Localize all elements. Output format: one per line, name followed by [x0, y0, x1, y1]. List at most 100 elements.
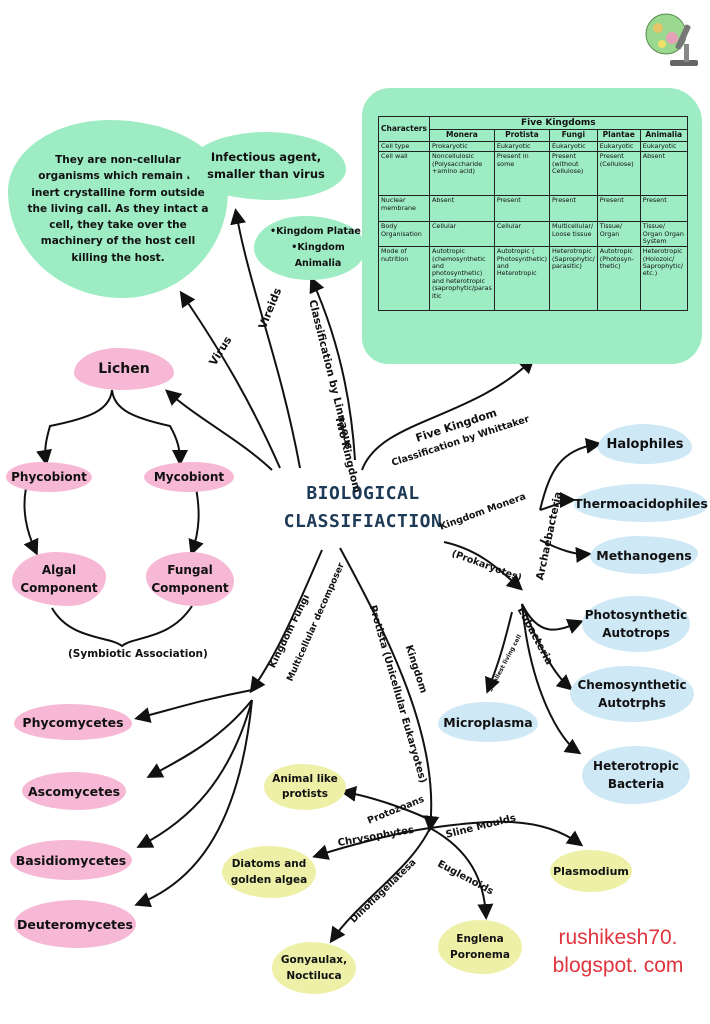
vireids-definition-bubble: Infectious agent, smaller than virus — [186, 132, 346, 200]
plasmodium-label: Plasmodium — [553, 864, 629, 878]
table-header-kingdom: Protista — [493, 129, 550, 142]
microplasma-label: Microplasma — [443, 714, 533, 730]
table-row-label: Cell wall — [378, 151, 430, 197]
table-cell: Tissue/ Organ — [596, 221, 641, 248]
table-cell: Cellular — [428, 221, 495, 248]
phycobiont-node: Phycobiont — [6, 462, 92, 492]
fungi-item-basidiomycetes: Basidiomycetes — [10, 840, 132, 880]
phycobiont-label: Phycobiont — [11, 470, 87, 484]
table-cell: Tissue/ Organ Organ System — [639, 221, 688, 248]
microplasma-node: Microplasma — [438, 702, 538, 742]
table-cell: Cellular — [493, 221, 550, 248]
table-row-label: Body Organisation — [378, 221, 430, 248]
methanogens-label: Methanogens — [596, 547, 692, 563]
table-cell: Autotropic ( Photosynthetic) and Heterot… — [493, 246, 550, 312]
methanogens-node: Methanogens — [590, 536, 698, 574]
table-cell: Present — [493, 195, 550, 223]
chemosynthetic-autotrphs-node: Chemosynthetic Autotrphs — [570, 666, 694, 722]
table-row-label: Nuclear membrane — [378, 195, 430, 223]
fungi-item-ascomycetes: Ascomycetes — [22, 772, 126, 810]
five-kingdom-table: Characters Five Kingdoms Monera Protista… — [378, 115, 688, 312]
englena-node: Englena Poronema — [438, 920, 522, 974]
watermark-line2: blogspot. com — [552, 954, 684, 978]
animal-like-protists-label: Animal like protists — [272, 772, 338, 800]
algal-component-label: Algal Component — [20, 563, 98, 595]
center-title-line2: CLASSIFIACTION — [283, 510, 443, 532]
center-title-line1: BIOLOGICAL — [306, 483, 420, 504]
table-row-label: Mode of nutrition — [378, 246, 430, 312]
halophiles-node: Halophiles — [598, 424, 692, 464]
watermark-line1: rushikesh70. — [558, 926, 678, 949]
symbiotic-association-label: (Symbiotic Association) — [68, 648, 208, 660]
lichen-node: Lichen — [74, 348, 174, 390]
englena-label: Englena Poronema — [450, 932, 510, 961]
vireids-definition-text: Infectious agent, smaller than virus — [207, 149, 325, 181]
watermark: rushikesh70. blogspot. com — [530, 924, 706, 981]
table-cell: Noncellulosic (Polysaccharide +amino aci… — [428, 151, 495, 197]
heterotropic-bacteria-node: Heterotropic Bacteria — [582, 746, 690, 804]
lichen-label: Lichen — [98, 361, 150, 377]
table-cell: Absent — [639, 151, 688, 197]
fungi-item-label: Phycomycetes — [22, 714, 124, 730]
animal-like-protists-node: Animal like protists — [264, 764, 346, 810]
table-row: Cell type Prokaryotic Eukaryotic Eukaryo… — [378, 140, 688, 153]
table-row: Mode of nutrition Autotropic (chemosynth… — [378, 246, 688, 312]
table-cell: Present — [596, 195, 641, 223]
table-row: Nuclear membrane Absent Present Present … — [378, 195, 688, 223]
fungi-item-label: Deuteromycetes — [17, 916, 133, 932]
table-cell: Absent — [428, 195, 495, 223]
chemosynthetic-autotrphs-label: Chemosynthetic Autotrphs — [577, 678, 687, 710]
two-kingdom-bubble: •Kingdom Platae •Kingdom Animalia — [254, 216, 366, 280]
table-cell: Autotropic (chemosynthetic and photosynt… — [428, 246, 495, 312]
fungal-component-label: Fungal Component — [151, 563, 229, 595]
five-kingdom-table-wrapper: Characters Five Kingdoms Monera Protista… — [378, 115, 688, 312]
two-kingdom-item-plantae: •Kingdom Platae — [270, 225, 361, 237]
photosynthetic-autotrops-node: Photosynthetic Autotrops — [582, 596, 690, 652]
table-cell: Multicellular/ Loose tissue — [548, 221, 598, 248]
table-title: Five Kingdoms — [428, 115, 688, 131]
thermoacidophiles-label: Thermoacidophiles — [574, 495, 708, 511]
fungi-item-label: Basidiomycetes — [15, 852, 127, 868]
table-cell: Eukaryotic — [639, 140, 688, 153]
two-kingdom-item-animalia: •Kingdom Animalia — [291, 241, 345, 270]
thermoacidophiles-node: Thermoacidophiles — [574, 484, 708, 522]
table-header-kingdom: Fungi — [548, 129, 598, 142]
table-cell: Eukaryotic — [548, 140, 598, 153]
fungi-item-phycomycetes: Phycomycetes — [14, 704, 132, 740]
table-cell: Eukaryotic — [493, 140, 550, 153]
virus-definition-bubble: They are non-cellular organisms which re… — [8, 120, 228, 298]
fungal-component-node: Fungal Component — [146, 552, 234, 606]
table-cell: Autotropic (Photosyn- thetic) — [596, 246, 641, 312]
center-title: BIOLOGICAL CLASSIFIACTION — [270, 480, 456, 536]
heterotropic-bacteria-label: Heterotropic Bacteria — [593, 759, 679, 791]
table-cell: Present — [639, 195, 688, 223]
table-header-characters: Characters — [378, 116, 430, 142]
table-header-kingdom: Animalia — [639, 129, 688, 142]
table-cell: Eukaryotic — [596, 140, 641, 153]
plasmodium-node: Plasmodium — [550, 850, 632, 892]
mycobiont-node: Mycobiont — [144, 462, 234, 492]
fungi-item-label: Ascomycetes — [27, 783, 121, 799]
gonyaulax-node: Gonyaulax, Noctiluca — [272, 942, 356, 994]
table-row-label: Cell type — [378, 140, 430, 153]
table-header-kingdom: Plantae — [596, 129, 641, 142]
table-cell: Prokaryotic — [428, 140, 495, 153]
halophiles-label: Halophiles — [606, 436, 684, 452]
diatoms-label: Diatoms and golden algea — [230, 857, 308, 886]
table-cell: Heterotropic (Holozoic/ Saprophytic/ etc… — [639, 246, 688, 312]
virus-definition-text: They are non-cellular organisms which re… — [27, 154, 209, 264]
table-cell: Present in some — [493, 151, 550, 197]
photosynthetic-autotrops-label: Photosynthetic Autotrops — [584, 608, 688, 640]
gonyaulax-label: Gonyaulax, Noctiluca — [280, 953, 348, 982]
table-cell: Present (without Cellulose) — [548, 151, 598, 197]
table-cell: Present — [548, 195, 598, 223]
mycobiont-label: Mycobiont — [153, 470, 225, 484]
fungi-item-deuteromycetes: Deuteromycetes — [14, 900, 136, 948]
algal-component-node: Algal Component — [12, 552, 106, 606]
table-header-kingdom: Monera — [428, 129, 495, 142]
table-cell: Present (Cellulose) — [596, 151, 641, 197]
table-row: Body Organisation Cellular Cellular Mult… — [378, 221, 688, 248]
diatoms-node: Diatoms and golden algea — [222, 846, 316, 898]
microscope-globe-logo — [645, 13, 698, 66]
